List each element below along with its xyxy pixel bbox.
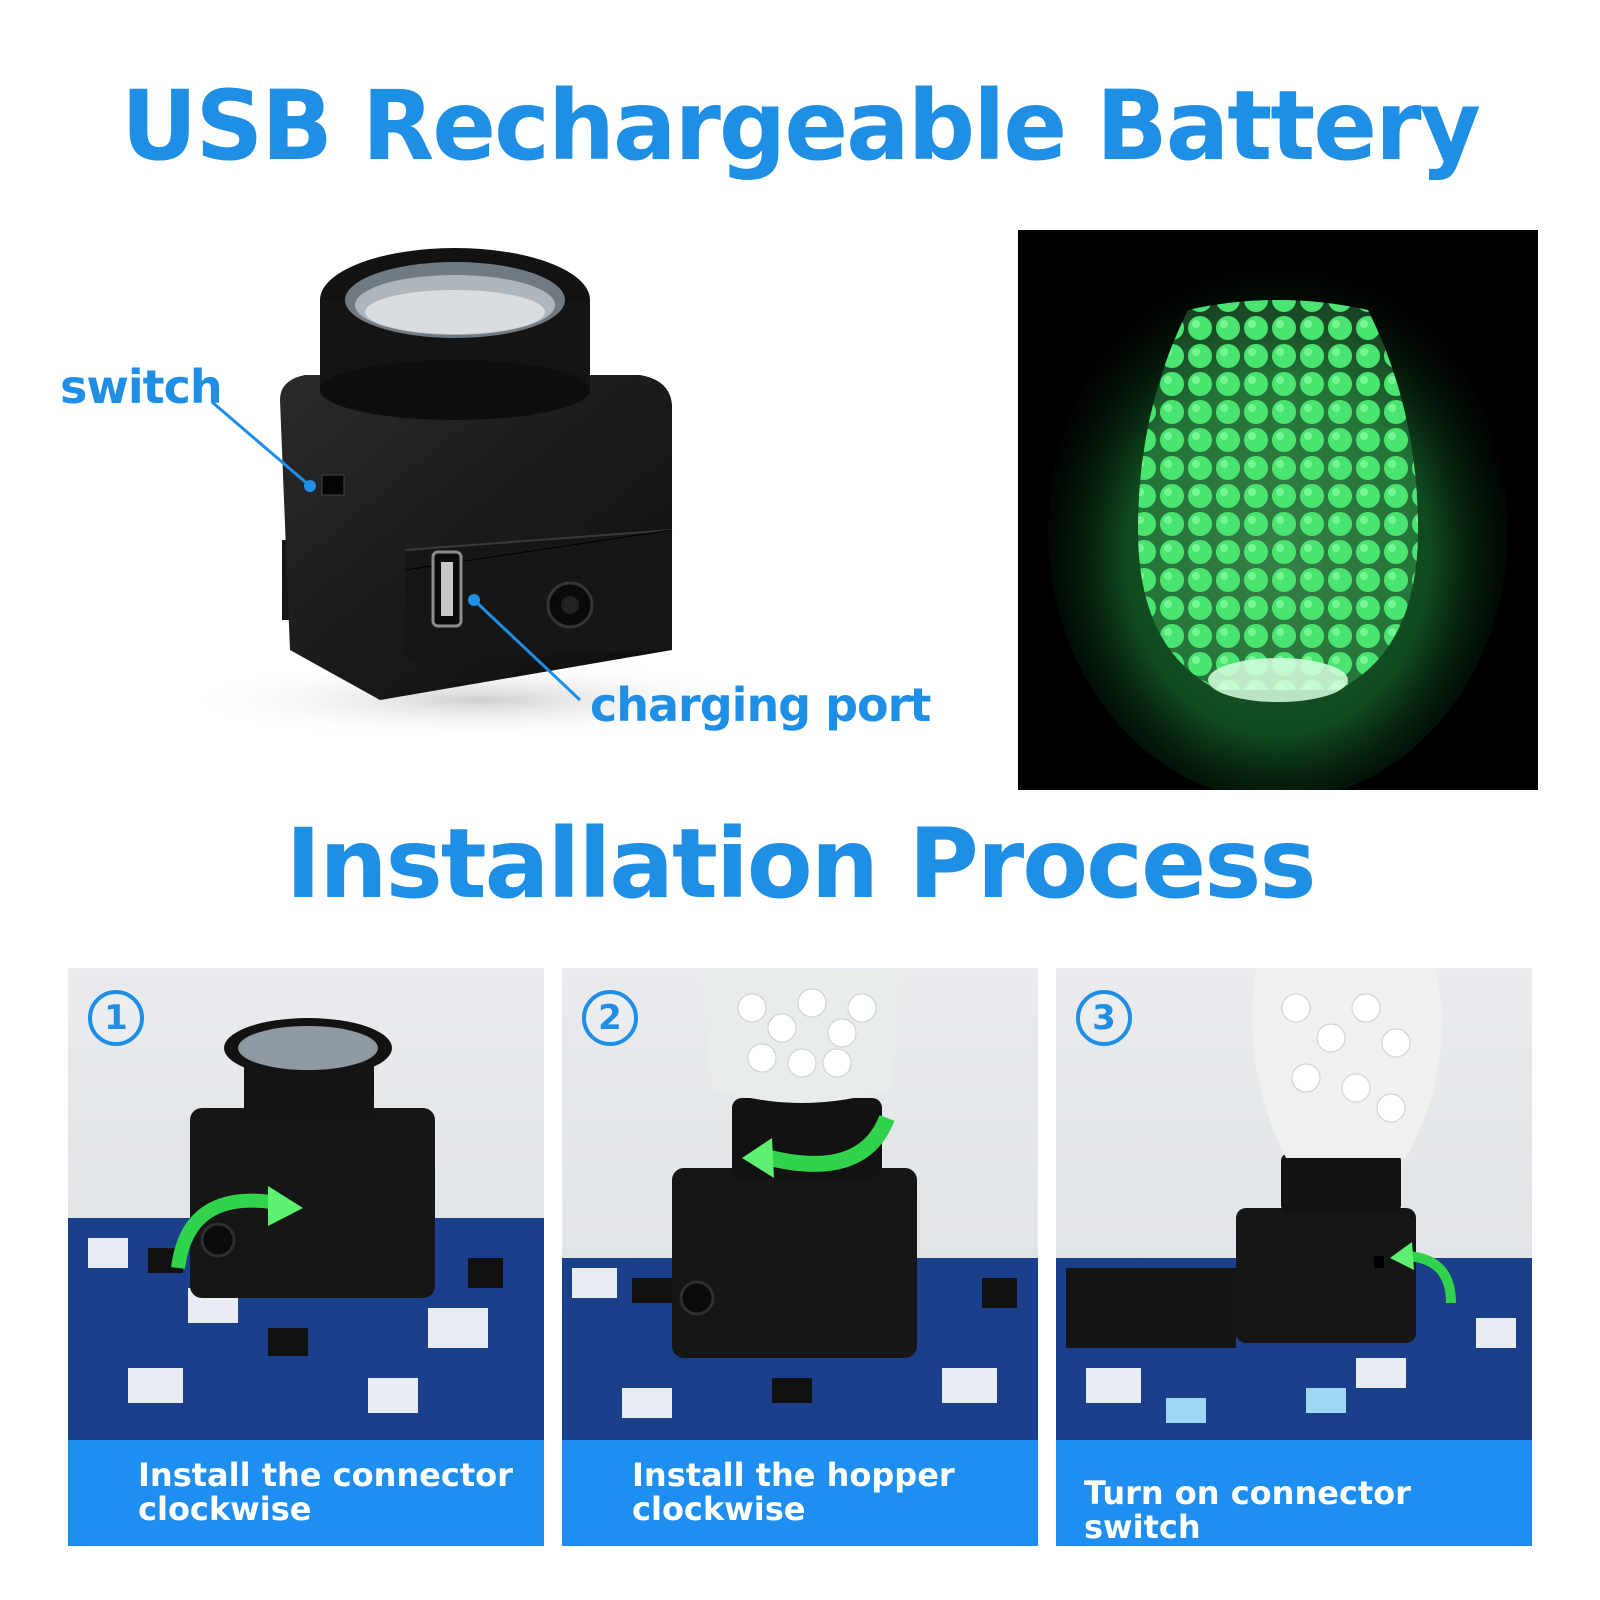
battery-product-image: switch charging port [60,230,980,770]
title-usb-battery: USB Rechargeable Battery [121,70,1481,182]
step-2-illustration [562,968,1038,1440]
step-1-number: 1 [88,990,144,1046]
step-3-caption: Turn on connector switch [1056,1440,1532,1546]
title-installation-process: Installation Process [285,808,1317,920]
step-2-number: 2 [582,990,638,1046]
step-3-number: 3 [1076,990,1132,1046]
step-2-panel: 2 Install the hopper clockwise [562,968,1038,1546]
step-3-illustration [1056,968,1532,1440]
step-1-caption: Install the connector clockwise [68,1440,544,1546]
charging-port-label: charging port [590,678,931,732]
step-3-panel: 3 Turn on connector switch [1056,968,1532,1546]
step-1-illustration [68,1018,544,1440]
step-2-caption: Install the hopper clockwise [562,1440,1038,1546]
step-1-panel: 1 Install the connector clockwise [68,968,544,1546]
switch-label: switch [60,360,223,414]
glowing-beads-illustration [1048,260,1508,800]
glowing-hopper-image [1018,230,1538,800]
battery-connector-illustration [180,248,780,740]
